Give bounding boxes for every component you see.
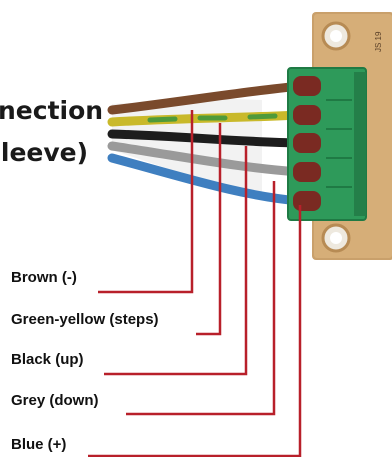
leader-brown: [98, 110, 194, 294]
wire-black: [107, 129, 305, 148]
label-brown: Brown (-): [11, 269, 77, 286]
board-marking: JS 19: [374, 31, 383, 52]
leader-black: [104, 146, 248, 376]
wire-grey: [107, 141, 305, 177]
wires: [107, 81, 305, 206]
terminal-block: [287, 67, 367, 221]
leader-lines: [88, 110, 302, 457]
leader-green-yellow: [196, 123, 222, 336]
label-blue: Blue (+): [11, 436, 67, 453]
diagram-title-line-1: nection: [0, 96, 104, 125]
label-black: Black (up): [11, 351, 84, 368]
label-green-yellow: Green-yellow (steps): [11, 311, 159, 328]
label-grey: Grey (down): [11, 392, 99, 409]
wire-blue: [107, 153, 305, 206]
wire-brown: [107, 81, 305, 115]
leader-grey: [126, 181, 276, 416]
wire-green-yellow-stripe: [147, 113, 278, 123]
diagram-title-line-2: sleeve): [0, 138, 89, 167]
leader-blue: [88, 205, 302, 457]
